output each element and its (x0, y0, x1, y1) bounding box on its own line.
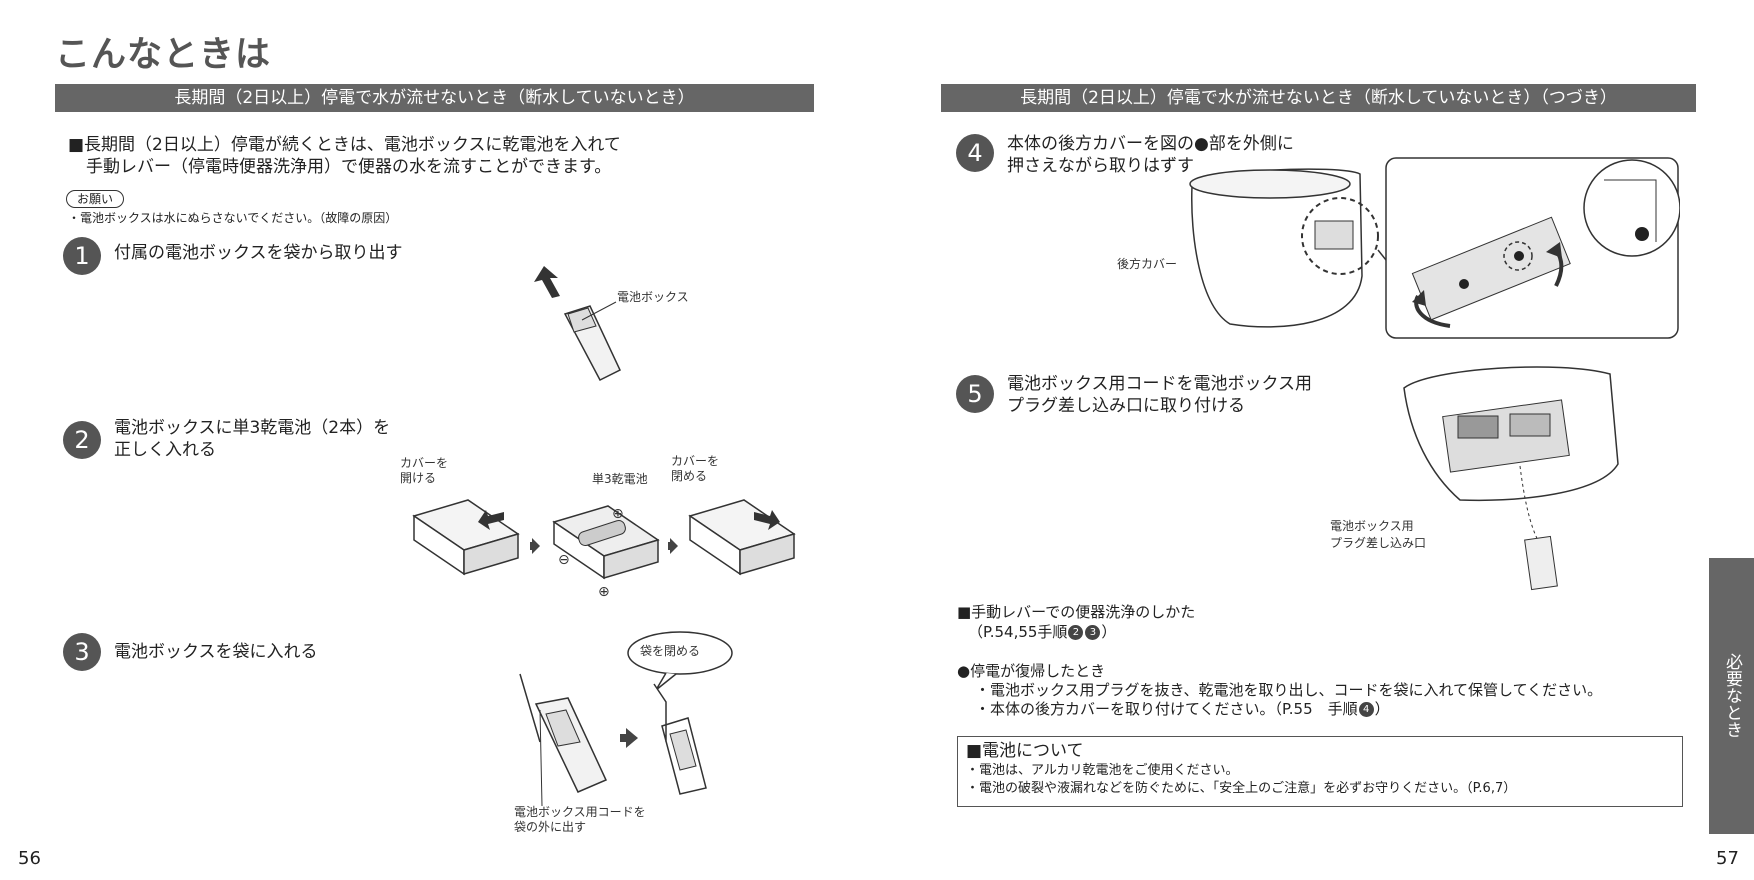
plug-inlet-illustration (1403, 366, 1619, 591)
battery-notes-line-1: ・電池は、アルカリ乾電池をご使用ください。 (966, 763, 1239, 778)
step-2-text-line-1: 電池ボックスに単3乾電池（2本）を (114, 418, 391, 438)
step-3-text: 電池ボックスを袋に入れる (114, 642, 318, 662)
rear-cover-illustration (1189, 157, 1680, 339)
step-4-number: 4 (956, 134, 994, 172)
plug-inlet-label-1: 電池ボックス用 (1330, 519, 1414, 533)
step-1-number: 1 (63, 237, 101, 275)
intro-line-2: 手動レバー（停電時便器洗浄用）で便器の水を流すことができます。 (86, 157, 612, 177)
intro-line-1: ■長期間（2日以上）停電が続くときは、電池ボックスに乾電池を入れて (68, 135, 621, 155)
right-header-bar: 長期間（2日以上）停電で水が流せないとき（断水していないとき）（つづき） (941, 84, 1696, 112)
manual-lever-ref-end: ） (1101, 623, 1117, 641)
cord-out-label-1: 電池ボックス用コードを (514, 805, 646, 819)
battery-box-removal-illustration (534, 266, 621, 381)
step-2-text-line-2: 正しく入れる (114, 440, 216, 460)
step-3-number: 3 (63, 633, 101, 671)
ref-step-2-badge: 2 (1068, 625, 1084, 640)
battery-notes-title: ■電池について (966, 741, 1084, 761)
note-tag: お願い (66, 190, 125, 208)
battery-notes-line-2: ・電池の破裂や液漏れなどを防ぐために、「安全上のご注意」を必ずお守りください。（… (966, 781, 1517, 796)
open-cover-label-2: 開ける (400, 471, 437, 485)
power-restore-item-2-text: ・本体の後方カバーを取り付けてください。（P.55 手順 (975, 700, 1358, 718)
step-4-text-line-2: 押さえながら取りはずす (1007, 156, 1194, 176)
step-5-number: 5 (956, 375, 994, 413)
page-number-left: 56 (18, 848, 41, 869)
battery-box-label: 電池ボックス (617, 290, 689, 304)
side-index-tab-label: 必要なとき (1722, 653, 1742, 738)
step-4-text-line-1: 本体の後方カバーを図の●部を外側に (1007, 134, 1294, 154)
aa-battery-label: 単3乾電池 (592, 472, 648, 486)
left-header-bar: 長期間（2日以上）停電で水が流せないとき（断水していないとき） (55, 84, 814, 112)
svg-text:⊕: ⊕ (598, 584, 610, 600)
plug-inlet-label-2: プラグ差し込み口 (1330, 536, 1427, 550)
close-bag-label: 袋を閉める (640, 644, 701, 658)
power-restore-item-2-end: ） (1374, 700, 1390, 718)
note-text: ・電池ボックスは水にぬらさないでください。（故障の原因） (68, 211, 398, 225)
power-restore-title: ●停電が復帰したとき (957, 662, 1106, 680)
manual-lever-title: ■手動レバーでの便器洗浄のしかた (957, 603, 1196, 621)
manual-lever-ref-text: （P.54,55手順 (968, 623, 1068, 641)
step-5-text-line-2: プラグ差し込み口に取り付ける (1007, 396, 1245, 416)
ref-step-3-badge: 3 (1085, 625, 1101, 640)
step-1-text: 付属の電池ボックスを袋から取り出す (114, 243, 403, 263)
svg-text:⊖: ⊖ (558, 552, 570, 568)
battery-notes-box: ■電池について ・電池は、アルカリ乾電池をご使用ください。 ・電池の破裂や液漏れ… (957, 736, 1683, 807)
step-2-number: 2 (63, 421, 101, 459)
ref-step-4-badge: 4 (1358, 702, 1374, 717)
battery-insertion-illustration: ⊕ ⊖ ⊕ (412, 499, 796, 600)
svg-text:⊕: ⊕ (612, 506, 624, 522)
page-title: こんなときは (55, 35, 272, 75)
cord-out-label-2: 袋の外に出す (514, 820, 587, 834)
rear-cover-label: 後方カバー (1117, 257, 1178, 271)
bag-illustration (519, 631, 733, 807)
side-index-tab: 必要なとき (1709, 558, 1754, 834)
close-cover-label-2: 閉める (671, 469, 708, 483)
step-5-text-line-1: 電池ボックス用コードを電池ボックス用 (1007, 374, 1312, 394)
page-number-right: 57 (1716, 848, 1739, 869)
open-cover-label-1: カバーを (400, 456, 449, 470)
close-cover-label-1: カバーを (671, 454, 720, 468)
power-restore-item-1: ・電池ボックス用プラグを抜き、乾電池を取り出し、コードを袋に入れて保管してくださ… (975, 681, 1603, 699)
